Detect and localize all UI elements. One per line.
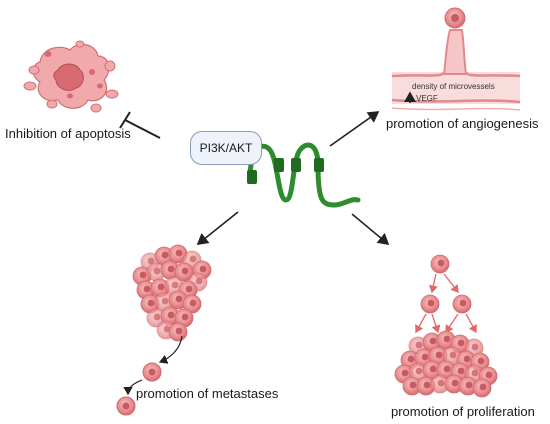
receptor-icon [247, 142, 361, 208]
inhibition-bar [119, 111, 161, 139]
cell-icon [146, 262, 166, 282]
arrow-to-proliferation [351, 213, 390, 246]
metastasis-arrow [123, 379, 143, 396]
metastatic-cell-icon [142, 362, 162, 382]
cell-icon [472, 378, 492, 398]
division-arrow [465, 313, 477, 334]
density-note: density of microvessels [412, 82, 495, 91]
apoptotic-cell-icon [23, 40, 119, 113]
cell-icon [174, 262, 194, 282]
cell-icon [428, 346, 448, 366]
cell-icon [416, 376, 436, 396]
division-arrow [431, 313, 441, 334]
division-arrow [443, 273, 459, 294]
blood-vessel-icon [391, 29, 521, 111]
division-arrow [415, 313, 427, 334]
metastases-label: promotion of metastases [136, 386, 279, 401]
cell-icon [458, 376, 478, 396]
division-arrow [428, 273, 438, 294]
cell-icon [182, 294, 202, 314]
cell-icon [430, 374, 450, 394]
angiogenesis-label: promotion of angiogenesis [386, 116, 539, 131]
cell-icon [430, 254, 450, 274]
proliferation-cluster-icon [394, 330, 498, 398]
cell-icon [168, 290, 188, 310]
cell-icon [420, 294, 440, 314]
cell-icon [452, 294, 472, 314]
arrow-to-metastases [196, 211, 239, 245]
division-arrow [445, 313, 459, 334]
apoptosis-label: Inhibition of apoptosis [5, 126, 131, 141]
arrow-to-angiogenesis [329, 111, 380, 147]
cell-icon [422, 332, 442, 352]
cell-icon [140, 294, 160, 314]
metastasis-arrow [158, 335, 183, 364]
vegf-note: VEGF [416, 94, 438, 103]
pi3k-akt-label: PI3K/AKT [190, 131, 262, 165]
cell-icon [168, 322, 188, 342]
tumor-cluster-icon [132, 244, 212, 342]
tip-cell-icon [444, 7, 466, 29]
proliferation-label: promotion of proliferation [391, 404, 535, 419]
proliferation-tree [415, 254, 477, 334]
metastatic-cell-icon [116, 396, 136, 416]
